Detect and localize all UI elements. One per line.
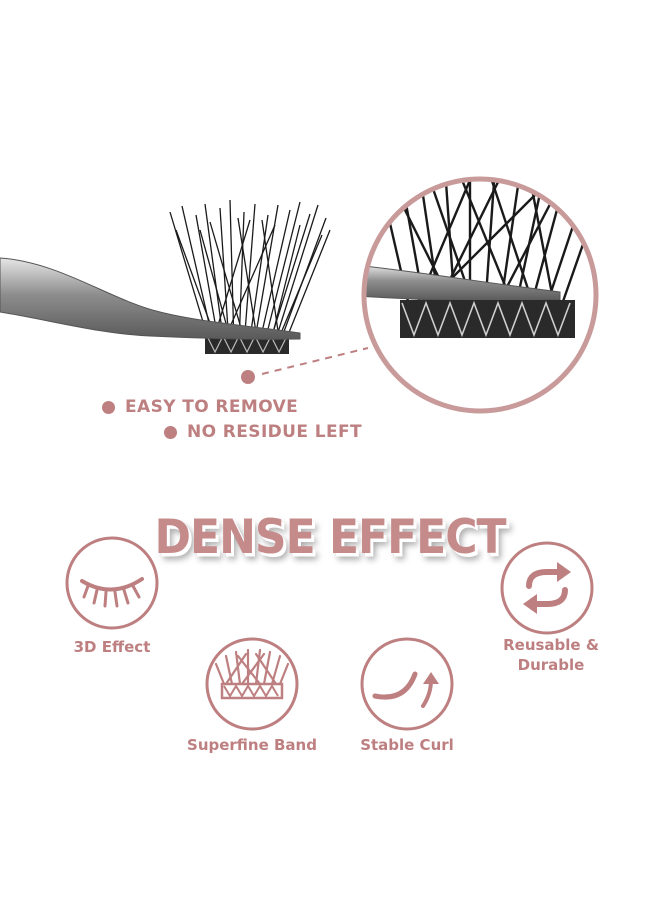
curl-arrow-icon bbox=[360, 637, 454, 731]
pointer-dot bbox=[241, 370, 255, 384]
magnified-inset bbox=[361, 176, 599, 414]
callout-text: NO RESIDUE LEFT bbox=[187, 422, 362, 442]
closed-eye-lash-icon bbox=[65, 536, 159, 630]
tweezer bbox=[0, 257, 301, 340]
bullet-dot bbox=[102, 400, 115, 414]
bullet-dot bbox=[164, 425, 177, 439]
callout-text: EASY TO REMOVE bbox=[125, 397, 299, 417]
headline: DENSE EFFECT bbox=[154, 509, 507, 566]
feature-label-3d-effect: 3D Effect bbox=[73, 638, 151, 656]
callout-no-residue: NO RESIDUE LEFT bbox=[164, 422, 362, 442]
feature-label-superfine-band: Superfine Band bbox=[187, 736, 317, 754]
feature-label-stable-curl: Stable Curl bbox=[360, 736, 454, 754]
reuse-arrows-icon bbox=[500, 541, 594, 635]
lash-band-icon bbox=[205, 637, 299, 731]
feature-label-reusable-durable: Reusable & Durable bbox=[487, 635, 615, 675]
callout-easy-remove: EASY TO REMOVE bbox=[102, 397, 298, 417]
feature-label-line: Reusable & bbox=[503, 636, 599, 654]
pointer-line bbox=[261, 347, 369, 375]
feature-label-line: Durable bbox=[517, 656, 585, 674]
lash-cluster bbox=[169, 199, 331, 346]
product-illustration bbox=[0, 176, 599, 414]
